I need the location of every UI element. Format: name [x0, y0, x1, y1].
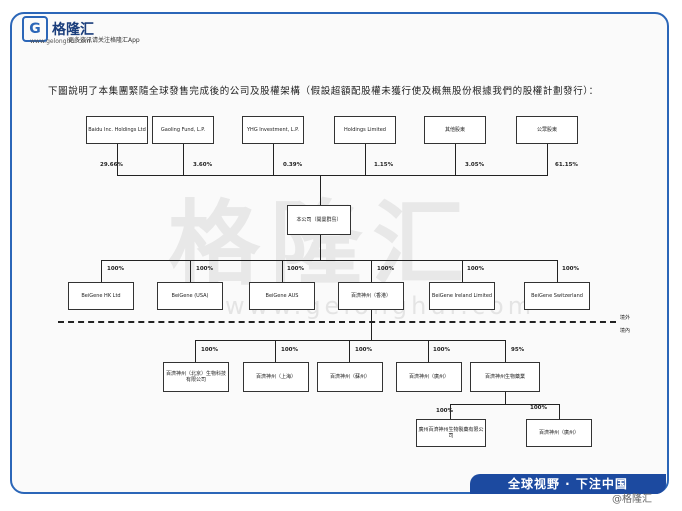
connector-line [505, 340, 506, 362]
connector-line [195, 340, 505, 341]
ownership-percent: 1.15% [374, 162, 394, 168]
shareholder-box: 公眾股東 [516, 116, 578, 144]
connector-line [547, 144, 548, 175]
ownership-percent: 100% [467, 266, 484, 272]
connector-line [101, 260, 102, 282]
connector-line [371, 260, 372, 282]
connector-line [365, 144, 366, 175]
connector-line [450, 404, 560, 405]
ownership-percent: 61.15% [555, 162, 578, 168]
connector-line [101, 260, 558, 261]
ownership-percent: 0.39% [283, 162, 303, 168]
connector-line [455, 144, 456, 175]
prc-entity-box: 百濟神州（蘇州） [317, 362, 383, 392]
subsidiary-box: BeiGene Switzerland [524, 282, 590, 310]
shareholder-box: Holdings Limited [334, 116, 396, 144]
prc-child-box: 廣州百濟神州生物製藥有限公司 [416, 419, 486, 447]
company-box: 本公司（開曼群島） [287, 205, 351, 235]
border-divider [58, 321, 616, 323]
ownership-percent: 100% [201, 347, 218, 353]
prc-entity-box: 百濟神州（上海） [243, 362, 309, 392]
connector-line [462, 260, 463, 282]
connector-line [117, 144, 118, 175]
connector-line [505, 392, 506, 404]
logo-text: 格隆汇 [52, 22, 94, 38]
prc-entity-box: 百濟神州（廣州） [396, 362, 462, 392]
brand-logo: G 格隆汇 [22, 16, 94, 42]
connector-line [559, 404, 560, 419]
ownership-percent: 100% [377, 266, 394, 272]
ownership-percent: 95% [511, 347, 525, 353]
shareholder-box: Gaoling Fund, L.P. [152, 116, 214, 144]
connector-line [428, 340, 429, 362]
subsidiary-box: BeiGene HK Ltd [68, 282, 134, 310]
connector-line [450, 404, 451, 419]
connector-line [275, 340, 276, 362]
connector-line [282, 260, 283, 282]
footer-banner [470, 474, 666, 494]
credit-text: @格隆汇 [612, 494, 652, 505]
ownership-percent: 100% [530, 405, 547, 411]
connector-line [320, 175, 321, 205]
ownership-percent: 100% [196, 266, 213, 272]
ownership-percent: 100% [287, 266, 304, 272]
ownership-percent: 100% [562, 266, 579, 272]
ownership-percent: 100% [107, 266, 124, 272]
shareholder-box: Baidu Inc. Holdings Ltd [86, 116, 148, 144]
subsidiary-box: BeiGene AUS [249, 282, 315, 310]
shareholder-box: YHG Investment, L.P. [242, 116, 304, 144]
shareholder-box: 其他股東 [424, 116, 486, 144]
prc-entity-box: 百濟神州（北京）生物科技有限公司 [163, 362, 229, 392]
logo-subtitle: 更多资讯请关注格隆汇App [68, 37, 140, 44]
onshore-label: 境內 [620, 328, 631, 334]
connector-line [557, 260, 558, 282]
connector-line [117, 175, 548, 176]
connector-line [183, 144, 184, 175]
ownership-percent: 100% [281, 347, 298, 353]
ownership-percent: 3.60% [193, 162, 213, 168]
connector-line [349, 340, 350, 362]
footer-slogan: 全球视野 · 下注中国 [508, 477, 628, 491]
ownership-percent: 3.05% [465, 162, 485, 168]
connector-line [371, 310, 372, 340]
ownership-percent: 100% [433, 347, 450, 353]
subsidiary-box: BeiGene (USA) [157, 282, 223, 310]
connector-line [195, 340, 196, 362]
ownership-percent: 29.66% [100, 162, 123, 168]
ownership-percent: 100% [355, 347, 372, 353]
document-title: 下圖說明了本集團緊隨全球發售完成後的公司及股權架構（假設超額配股權未獲行使及概無… [48, 86, 599, 97]
subsidiary-box: BeiGene Ireland Limited [429, 282, 495, 310]
prc-child-box: 百濟神州（廣州） [526, 419, 592, 447]
ownership-percent: 100% [436, 408, 453, 414]
subsidiary-box: 百濟神州（香港） [338, 282, 404, 310]
offshore-label: 境外 [620, 315, 631, 321]
connector-line [190, 260, 191, 282]
logo-url: www.gelonghui.com [30, 38, 91, 45]
connector-line [273, 144, 274, 175]
prc-entity-box: 百濟神州生物藥業 [470, 362, 540, 392]
logo-icon: G [22, 16, 48, 42]
connector-line [320, 235, 321, 260]
